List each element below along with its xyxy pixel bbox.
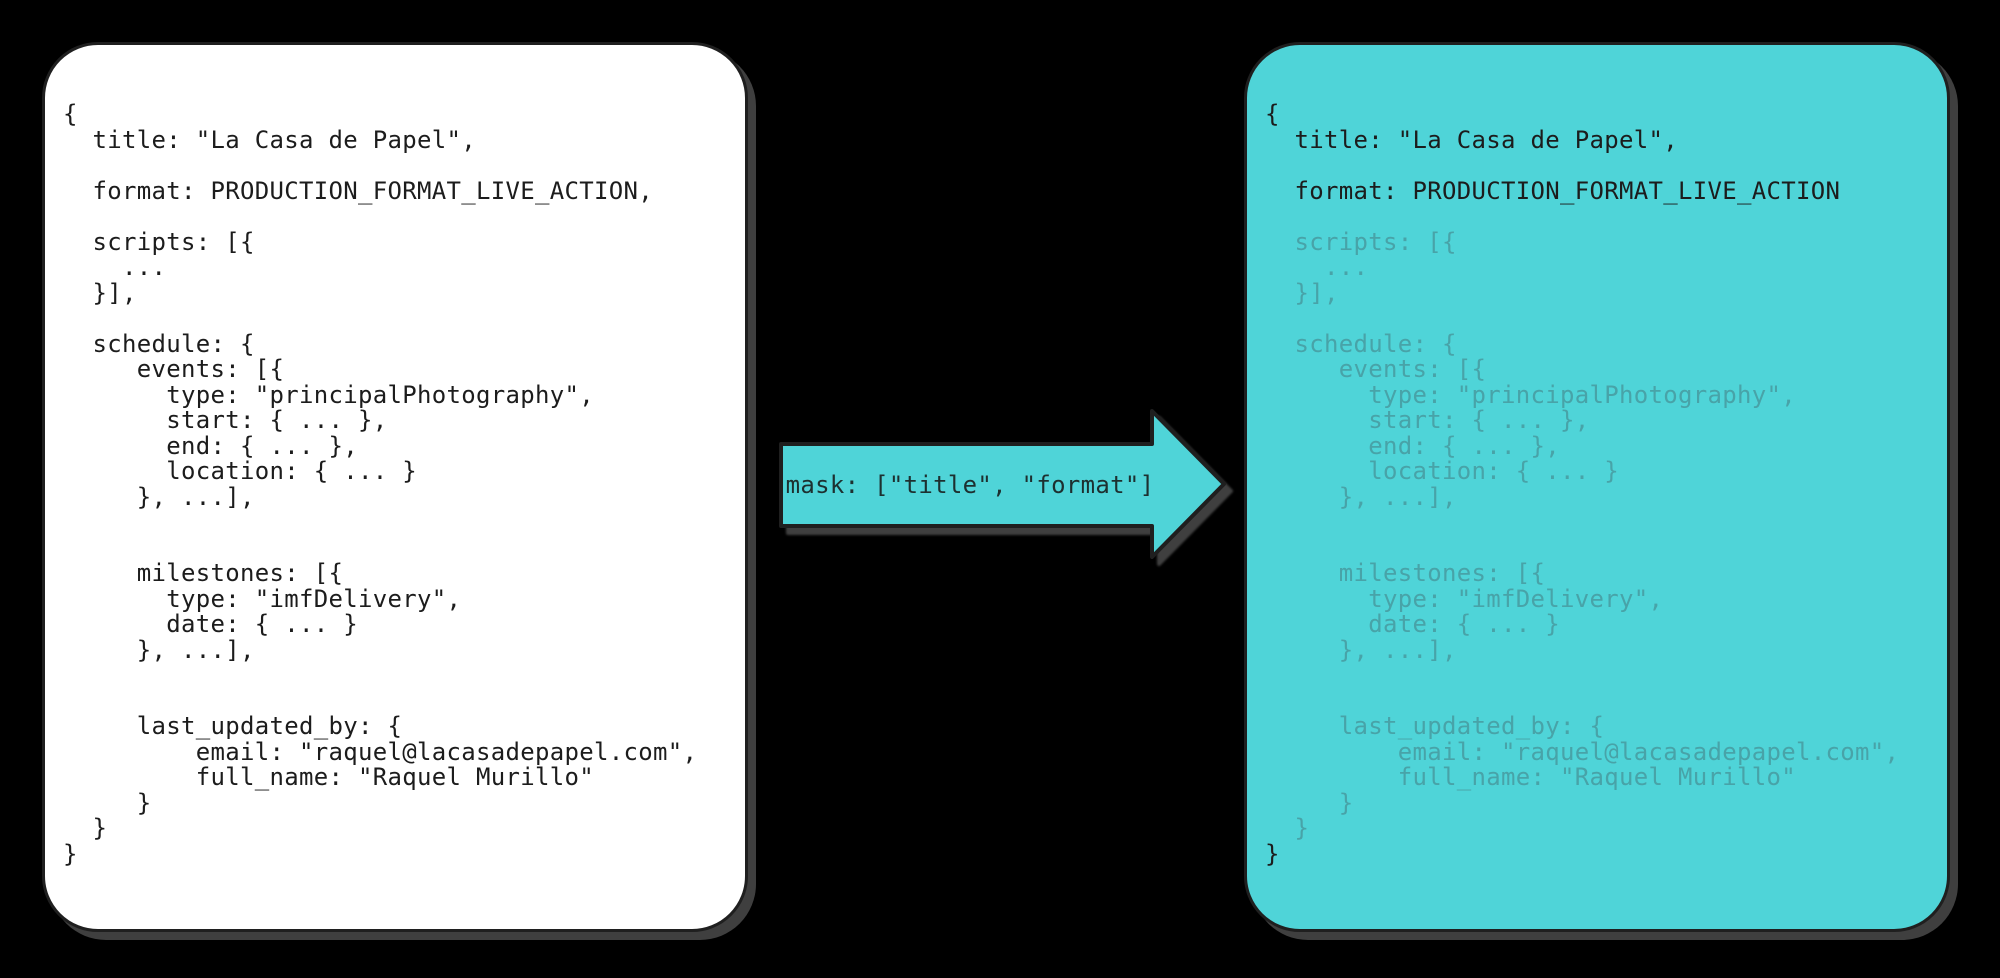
- code-line: [63, 153, 735, 179]
- masked-json-code: { title: "La Casa de Papel", format: PRO…: [1265, 100, 1937, 868]
- code-line: }: [63, 839, 78, 868]
- code-line: title: "La Casa de Papel",: [63, 125, 476, 154]
- code-line: }, ...],: [63, 482, 255, 511]
- code-line: location: { ... }: [63, 457, 417, 485]
- code-line: full_name: "Raquel Murillo": [1265, 763, 1796, 791]
- code-line: [1265, 510, 1937, 536]
- code-line: ...: [63, 253, 167, 281]
- code-line: [1265, 689, 1937, 715]
- code-line: type: "principalPhotography",: [1265, 380, 1796, 409]
- code-line: date: { ... }: [63, 610, 358, 638]
- code-line: start: { ... },: [1265, 406, 1590, 434]
- code-line: }: [63, 788, 152, 817]
- code-line: events: [{: [1265, 355, 1487, 383]
- code-line: email: "raquel@lacasadepapel.com",: [1265, 737, 1900, 766]
- code-line: [63, 204, 735, 230]
- code-line: type: "imfDelivery",: [63, 584, 462, 613]
- code-line: }, ...],: [1265, 482, 1457, 511]
- code-line: [63, 536, 735, 562]
- code-line: scripts: [{: [63, 227, 255, 256]
- code-line: email: "raquel@lacasadepapel.com",: [63, 737, 698, 766]
- code-line: last_updated_by: {: [63, 712, 403, 740]
- code-line: }: [1265, 788, 1354, 817]
- code-line: location: { ... }: [1265, 457, 1619, 485]
- code-line: [1265, 306, 1937, 332]
- code-line: end: { ... },: [63, 431, 358, 460]
- source-json-code: { title: "La Casa de Papel", format: PRO…: [63, 100, 735, 868]
- masked-json-card: { title: "La Casa de Papel", format: PRO…: [1244, 42, 1950, 932]
- code-line: type: "principalPhotography",: [63, 380, 594, 409]
- code-line: [1265, 536, 1937, 562]
- code-line: [63, 510, 735, 536]
- code-line: [63, 689, 735, 715]
- code-line: type: "imfDelivery",: [1265, 584, 1664, 613]
- code-line: ...: [1265, 253, 1369, 281]
- code-line: start: { ... },: [63, 406, 388, 434]
- code-line: date: { ... }: [1265, 610, 1560, 638]
- code-line: [1265, 153, 1937, 179]
- code-line: [63, 663, 735, 689]
- code-line: }, ...],: [63, 635, 255, 664]
- code-line: [1265, 204, 1937, 230]
- code-line: full_name: "Raquel Murillo": [63, 763, 594, 791]
- code-line: events: [{: [63, 355, 285, 383]
- code-line: }: [63, 814, 108, 842]
- code-line: milestones: [{: [1265, 559, 1546, 587]
- code-line: last_updated_by: {: [1265, 712, 1605, 740]
- code-line: {: [63, 100, 78, 128]
- code-line: milestones: [{: [63, 559, 344, 587]
- right-arrow-icon: [779, 409, 1226, 559]
- code-line: schedule: {: [63, 329, 255, 358]
- code-line: format: PRODUCTION_FORMAT_LIVE_ACTION,: [63, 176, 653, 205]
- code-line: end: { ... },: [1265, 431, 1560, 460]
- code-line: }],: [63, 278, 137, 307]
- code-line: [63, 306, 735, 332]
- mask-arrow-label: mask: ["title", "format"]: [785, 471, 1155, 499]
- code-line: format: PRODUCTION_FORMAT_LIVE_ACTION: [1265, 176, 1841, 205]
- code-line: title: "La Casa de Papel",: [1265, 125, 1678, 154]
- mask-arrow: mask: ["title", "format"]: [778, 408, 1228, 560]
- code-line: }],: [1265, 278, 1339, 307]
- code-line: }: [1265, 839, 1280, 868]
- code-line: }, ...],: [1265, 635, 1457, 664]
- source-json-card: { title: "La Casa de Papel", format: PRO…: [42, 42, 748, 932]
- code-line: }: [1265, 814, 1310, 842]
- mask-arrow-shape: [779, 409, 1226, 559]
- code-line: scripts: [{: [1265, 227, 1457, 256]
- code-line: {: [1265, 100, 1280, 128]
- code-line: schedule: {: [1265, 329, 1457, 358]
- code-line: [1265, 663, 1937, 689]
